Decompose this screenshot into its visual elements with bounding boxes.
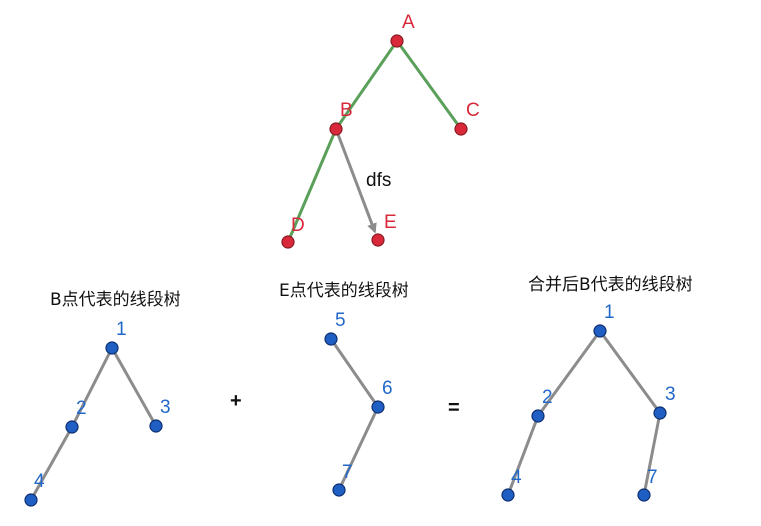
dfs-arrow-B-E: [334, 128, 377, 234]
plus-operator: +: [230, 390, 242, 412]
tree2-edge-2-4: [506, 414, 540, 497]
node-A: [390, 34, 404, 48]
tree2-node-label-3: 3: [665, 384, 676, 405]
tree0-edge-1-2: [70, 346, 114, 429]
tree2-node-3: [653, 406, 667, 420]
node-label-A: A: [402, 12, 415, 33]
tree0-node-2: [65, 420, 79, 434]
node-label-C: C: [466, 100, 480, 121]
node-B: [329, 122, 343, 136]
edges-layer: [29, 39, 662, 502]
tree2-node-4: [501, 488, 515, 502]
tree1-node-label-6: 6: [382, 378, 393, 399]
edge-A-C: [395, 39, 463, 131]
tree1-edge-5-6: [329, 337, 380, 409]
tree2-edge-1-3: [598, 329, 662, 415]
tree2-node-label-4: 4: [511, 467, 522, 488]
nodes-layer: [24, 34, 667, 507]
tree0-node-3: [149, 419, 163, 433]
tree2-edge-3-7: [642, 411, 662, 497]
edge-B-D: [286, 127, 338, 244]
tree-b-title: B点代表的线段树: [50, 290, 181, 310]
equals-operator: =: [448, 397, 460, 419]
tree1-node-label-7: 7: [342, 462, 353, 483]
node-E: [371, 233, 385, 247]
tree2-node-label-7: 7: [647, 467, 658, 488]
tree2-node-2: [531, 409, 545, 423]
tree-merged-title: 合并后B代表的线段树: [528, 275, 693, 295]
tree1-node-7: [332, 483, 346, 497]
node-label-D: D: [291, 215, 305, 236]
tree0-node-label-4: 4: [34, 471, 45, 492]
dfs-label: dfs: [366, 170, 391, 191]
tree0-node-label-2: 2: [76, 398, 87, 419]
tree2-edge-1-2: [536, 329, 602, 418]
tree2-node-1: [593, 324, 607, 338]
node-label-E: E: [384, 212, 397, 233]
tree0-node-label-3: 3: [160, 397, 171, 418]
tree2-node-7: [637, 488, 651, 502]
tree-e-title: E点代表的线段树: [279, 281, 409, 301]
tree1-node-5: [324, 332, 338, 346]
labels-layer: dfs B点代表的线段树 E点代表的线段树 合并后B代表的线段树 + = A B C…: [34, 12, 693, 492]
node-label-B: B: [340, 100, 353, 121]
tree0-node-4: [24, 493, 38, 507]
tree0-edge-2-4: [29, 425, 74, 502]
edge-A-B: [334, 39, 399, 131]
tree0-node-label-1: 1: [116, 319, 127, 340]
node-C: [454, 122, 468, 136]
tree1-node-6: [371, 400, 385, 414]
tree0-edge-1-3: [110, 346, 158, 428]
tree1-edge-6-7: [337, 405, 380, 492]
tree2-node-label-1: 1: [604, 302, 615, 323]
tree2-node-label-2: 2: [542, 387, 553, 408]
node-D: [281, 235, 295, 249]
tree1-node-label-5: 5: [335, 310, 346, 331]
tree0-node-1: [105, 341, 119, 355]
